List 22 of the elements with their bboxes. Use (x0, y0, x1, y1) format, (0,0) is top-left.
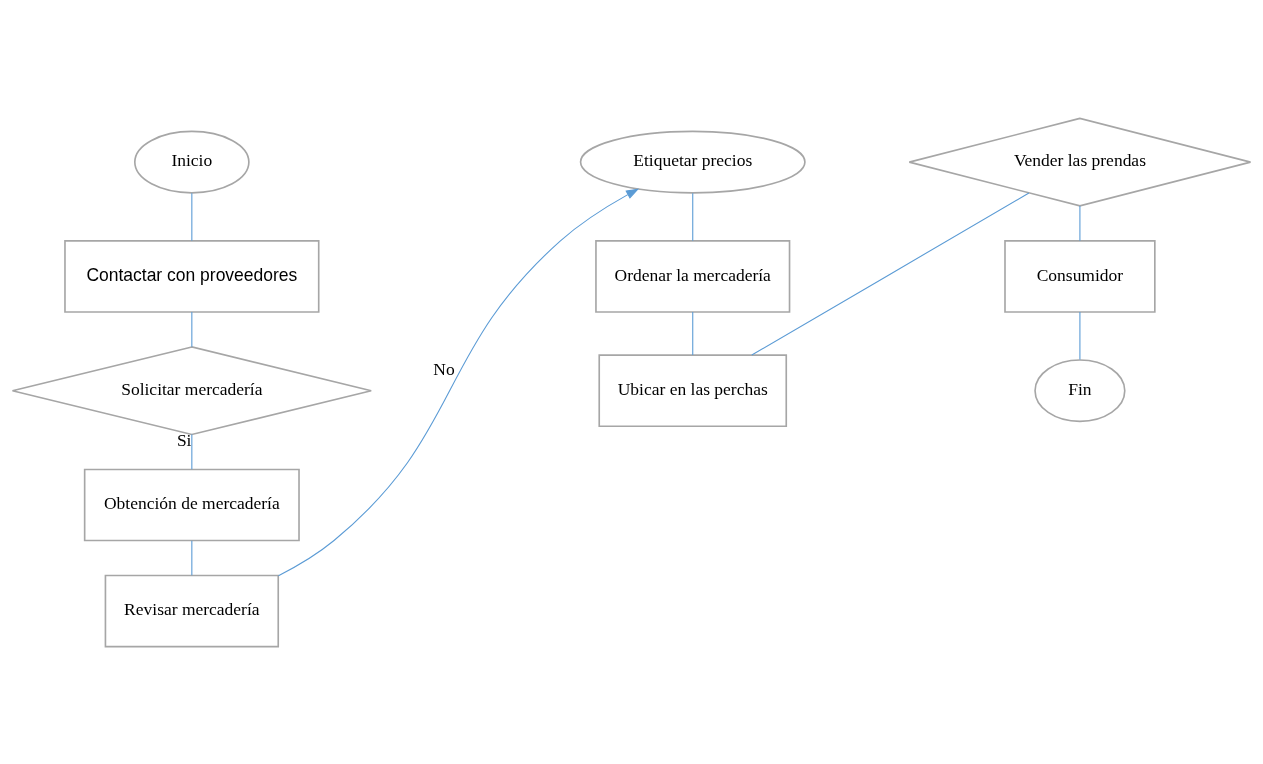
node-diamond: Solicitar mercadería (11, 345, 372, 435)
node-box: Revisar mercadería (104, 574, 280, 647)
node-diamond: Vender las prendas (908, 117, 1252, 207)
node-box: Consumidor (1004, 239, 1156, 313)
arrow (277, 187, 640, 576)
connector (191, 192, 193, 241)
connector (751, 192, 1030, 356)
connector (692, 311, 694, 356)
node-box: Ordenar la mercadería (595, 239, 791, 313)
edge-label: No (433, 358, 455, 379)
node-ellipse: Etiquetar precios (579, 130, 806, 194)
connector (191, 539, 193, 576)
node-box: Contactar con proveedores (64, 239, 320, 313)
connector (692, 192, 694, 241)
connector (1079, 311, 1081, 360)
node-ellipse: Inicio (134, 130, 250, 194)
node-box: Ubicar en las perchas (598, 353, 788, 427)
connector (1079, 204, 1081, 241)
connector (191, 311, 193, 347)
connector (191, 433, 193, 470)
node-ellipse: Fin (1034, 358, 1126, 422)
node-box: Obtención de mercadería (83, 468, 300, 541)
